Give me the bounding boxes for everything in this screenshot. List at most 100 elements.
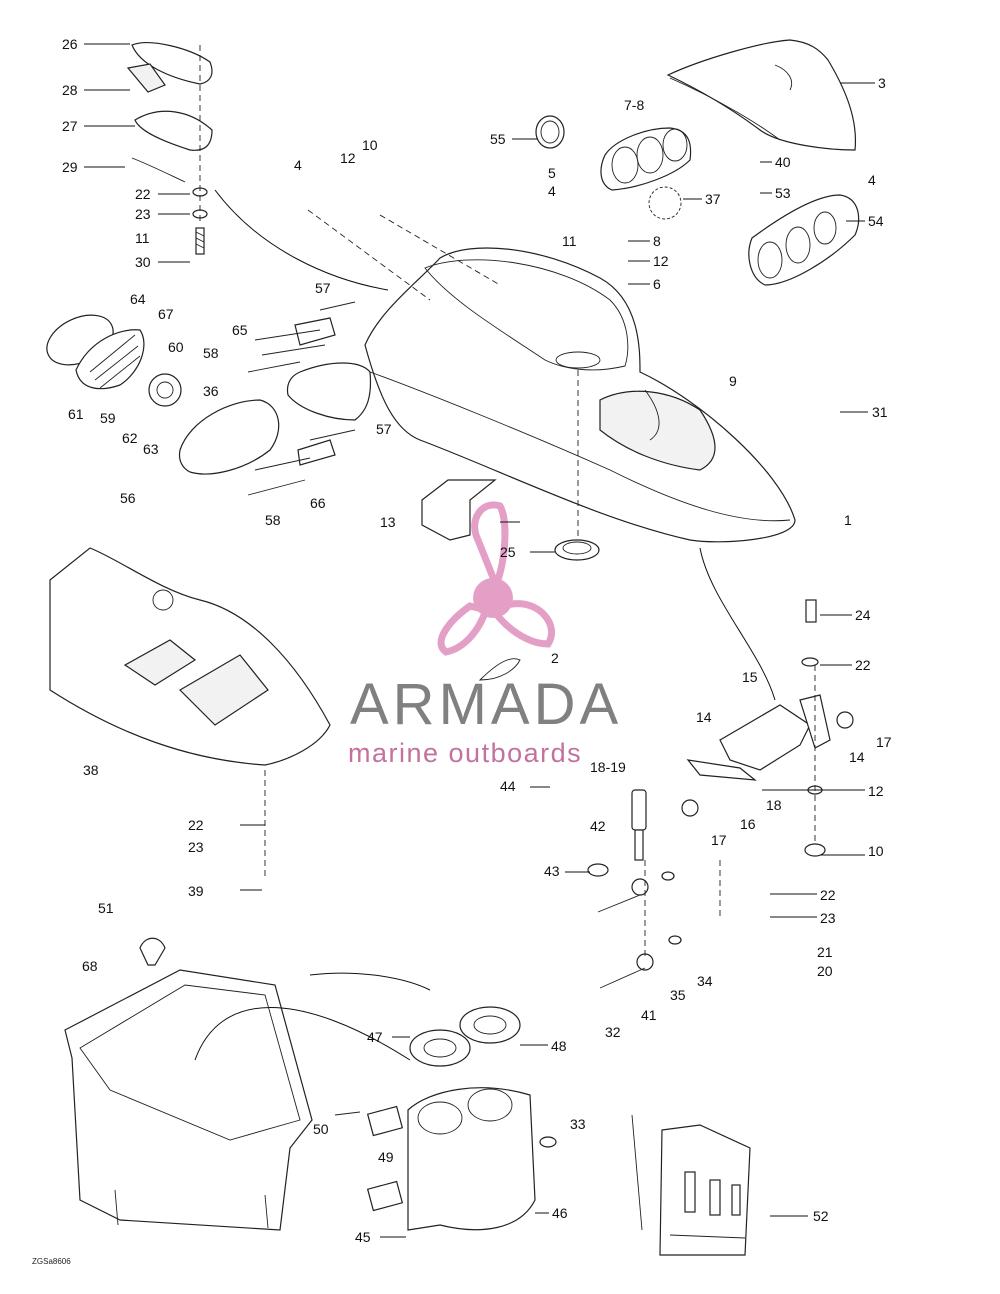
windshield bbox=[666, 39, 857, 151]
callout-7-8: 7-8 bbox=[624, 97, 644, 113]
armada-watermark: ARMADA marine outboards bbox=[348, 501, 622, 768]
storage-bin bbox=[64, 937, 313, 1231]
cup-holder-assembly bbox=[334, 1006, 557, 1231]
callout-11: 11 bbox=[562, 233, 577, 249]
callout-23: 23 bbox=[820, 910, 836, 926]
callout-63: 63 bbox=[143, 441, 159, 457]
callout-47: 47 bbox=[367, 1029, 383, 1045]
callout-41: 41 bbox=[641, 1007, 657, 1023]
callout-23: 23 bbox=[188, 839, 204, 855]
callout-46: 46 bbox=[552, 1205, 568, 1221]
leader-lines bbox=[84, 43, 875, 1238]
callout-38: 38 bbox=[83, 762, 99, 778]
callout-6: 6 bbox=[653, 276, 661, 292]
callout-58: 58 bbox=[203, 345, 219, 361]
seal-ring bbox=[535, 115, 565, 149]
callout-39: 39 bbox=[188, 883, 204, 899]
callout-17: 17 bbox=[711, 832, 727, 848]
callout-15: 15 bbox=[742, 669, 758, 685]
callout-42: 42 bbox=[590, 818, 606, 834]
callout-43: 43 bbox=[544, 863, 560, 879]
callout-14: 14 bbox=[696, 709, 712, 725]
callout-40: 40 bbox=[775, 154, 791, 170]
callout-23: 23 bbox=[135, 206, 151, 222]
callout-4: 4 bbox=[294, 157, 302, 173]
propeller-logo-icon bbox=[437, 501, 556, 656]
callout-18: 18 bbox=[766, 797, 782, 813]
gauge-gasket bbox=[648, 186, 682, 220]
callout-54: 54 bbox=[868, 213, 884, 229]
callout-68: 68 bbox=[82, 958, 98, 974]
callout-13: 13 bbox=[380, 514, 396, 530]
callout-25: 25 bbox=[500, 544, 516, 560]
callout-4: 4 bbox=[868, 172, 876, 188]
callout-56: 56 bbox=[120, 490, 136, 506]
callout-18-19: 18-19 bbox=[590, 759, 626, 775]
callout-51: 51 bbox=[98, 900, 114, 916]
callout-34: 34 bbox=[697, 973, 713, 989]
latch-mechanism bbox=[681, 599, 854, 857]
side-vent-parts bbox=[46, 314, 280, 475]
drawing-code: ZGSa8606 bbox=[32, 1257, 71, 1266]
callout-67: 67 bbox=[158, 306, 174, 322]
callout-62: 62 bbox=[122, 430, 138, 446]
callout-53: 53 bbox=[775, 185, 791, 201]
callout-29: 29 bbox=[62, 159, 78, 175]
callout-60: 60 bbox=[168, 339, 184, 355]
callout-28: 28 bbox=[62, 82, 78, 98]
callout-3: 3 bbox=[878, 75, 886, 91]
callout-27: 27 bbox=[62, 118, 78, 134]
gauge-bezel bbox=[748, 194, 860, 286]
callout-44: 44 bbox=[500, 778, 516, 794]
callout-17: 17 bbox=[876, 734, 892, 750]
callout-22: 22 bbox=[820, 887, 836, 903]
front-storage-cover-body bbox=[286, 247, 796, 543]
gas-spring-assembly bbox=[587, 789, 721, 989]
callout-32: 32 bbox=[605, 1024, 621, 1040]
callout-12: 12 bbox=[340, 150, 356, 166]
storage-tray-panel bbox=[49, 547, 331, 766]
callout-52: 52 bbox=[813, 1208, 829, 1224]
watermark-tagline: marine outboards bbox=[348, 738, 582, 768]
callout-35: 35 bbox=[670, 987, 686, 1003]
callout-2: 2 bbox=[551, 650, 559, 666]
callout-33: 33 bbox=[570, 1116, 586, 1132]
callout-24: 24 bbox=[855, 607, 871, 623]
callout-31: 31 bbox=[872, 404, 888, 420]
latch-assembly bbox=[126, 42, 213, 255]
callout-50: 50 bbox=[313, 1121, 329, 1137]
callout-48: 48 bbox=[551, 1038, 567, 1054]
callout-labels: 26 28 27 29 22 23 11 30 3 7-8 55 5 4 40 … bbox=[62, 36, 892, 1245]
callout-49: 49 bbox=[378, 1149, 394, 1165]
callout-5: 5 bbox=[548, 165, 556, 181]
callout-16: 16 bbox=[740, 816, 756, 832]
callout-10: 10 bbox=[868, 843, 884, 859]
callout-66: 66 bbox=[310, 495, 326, 511]
callout-12: 12 bbox=[868, 783, 884, 799]
callout-14: 14 bbox=[849, 749, 865, 765]
callout-20: 20 bbox=[817, 963, 833, 979]
tool-kit-pouch bbox=[631, 1114, 751, 1256]
callout-21: 21 bbox=[817, 944, 833, 960]
callout-11: 11 bbox=[135, 230, 150, 246]
callout-22: 22 bbox=[135, 186, 151, 202]
callout-57: 57 bbox=[315, 280, 331, 296]
callout-30: 30 bbox=[135, 254, 151, 270]
callout-9: 9 bbox=[729, 373, 737, 389]
callout-58: 58 bbox=[265, 512, 281, 528]
callout-22: 22 bbox=[855, 657, 871, 673]
callout-1: 1 bbox=[844, 512, 852, 528]
callout-26: 26 bbox=[62, 36, 78, 52]
callout-12: 12 bbox=[653, 253, 669, 269]
watermark-brand: ARMADA bbox=[350, 672, 622, 737]
callout-65: 65 bbox=[232, 322, 248, 338]
callout-4: 4 bbox=[548, 183, 556, 199]
callout-55: 55 bbox=[490, 131, 506, 147]
callout-61: 61 bbox=[68, 406, 84, 422]
callout-64: 64 bbox=[130, 291, 146, 307]
callout-59: 59 bbox=[100, 410, 116, 426]
misc-small-parts bbox=[421, 479, 600, 681]
callout-57: 57 bbox=[376, 421, 392, 437]
callout-36: 36 bbox=[203, 383, 219, 399]
